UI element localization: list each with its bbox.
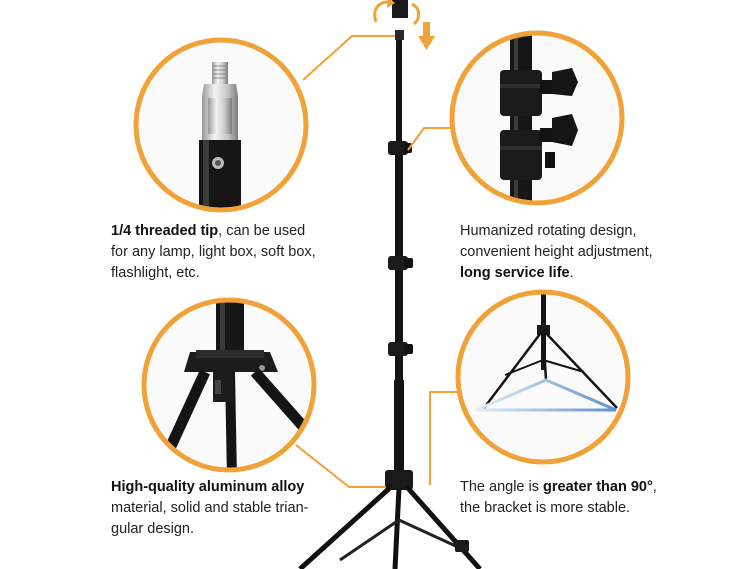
detail-circle-rotating-knob — [449, 30, 625, 206]
caption-threaded-tip-line2: for any lamp, light box, soft box, — [111, 244, 316, 260]
caption-angle-pre: The angle is — [460, 479, 544, 495]
down-arrow-icon — [418, 22, 435, 50]
caption-threaded-tip: 1/4 threaded tip, can be used for any la… — [111, 221, 361, 284]
caption-angle-bold: greater than 90° — [543, 479, 653, 495]
rotate-arrows-icon — [373, 0, 421, 26]
caption-alloy-line2: material, solid and stable trian- — [111, 500, 309, 516]
caption-rotating-line1: Humanized rotating design, — [460, 223, 637, 239]
detail-circle-angle — [455, 289, 631, 465]
caption-angle-line2: the bracket is more stable. — [460, 500, 631, 516]
caption-aluminum-alloy: High-quality aluminum alloy material, so… — [111, 477, 361, 540]
light-stand — [298, 0, 482, 569]
detail-circle-threaded-tip — [133, 37, 309, 213]
caption-alloy-line3: gular design. — [111, 521, 195, 537]
caption-threaded-tip-bold: 1/4 threaded tip — [111, 223, 219, 239]
detail-circle-alloy-hub — [141, 297, 317, 473]
caption-rotating-line2: convenient height adjustment, — [460, 244, 653, 260]
caption-rotating-bold: long service life — [460, 265, 570, 281]
caption-rotating-tail: . — [569, 265, 574, 281]
callout-lines — [295, 35, 466, 488]
caption-threaded-tip-line3: flashlight, etc. — [111, 265, 200, 281]
caption-angle-post: , — [652, 479, 657, 495]
caption-rotating-design: Humanized rotating design, convenient he… — [460, 221, 720, 284]
caption-angle: The angle is greater than 90°, the brack… — [460, 477, 730, 519]
caption-alloy-bold: High-quality aluminum alloy — [111, 479, 305, 495]
caption-threaded-tip-rest: , can be used — [218, 223, 306, 239]
